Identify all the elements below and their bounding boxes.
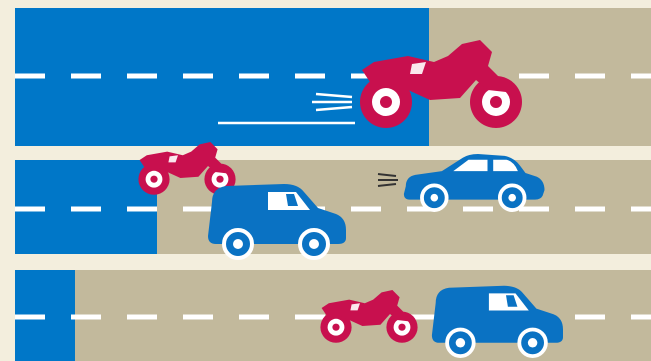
lane-1: [15, 8, 651, 146]
lane-2: [15, 142, 651, 258]
lane-3: [15, 270, 651, 361]
